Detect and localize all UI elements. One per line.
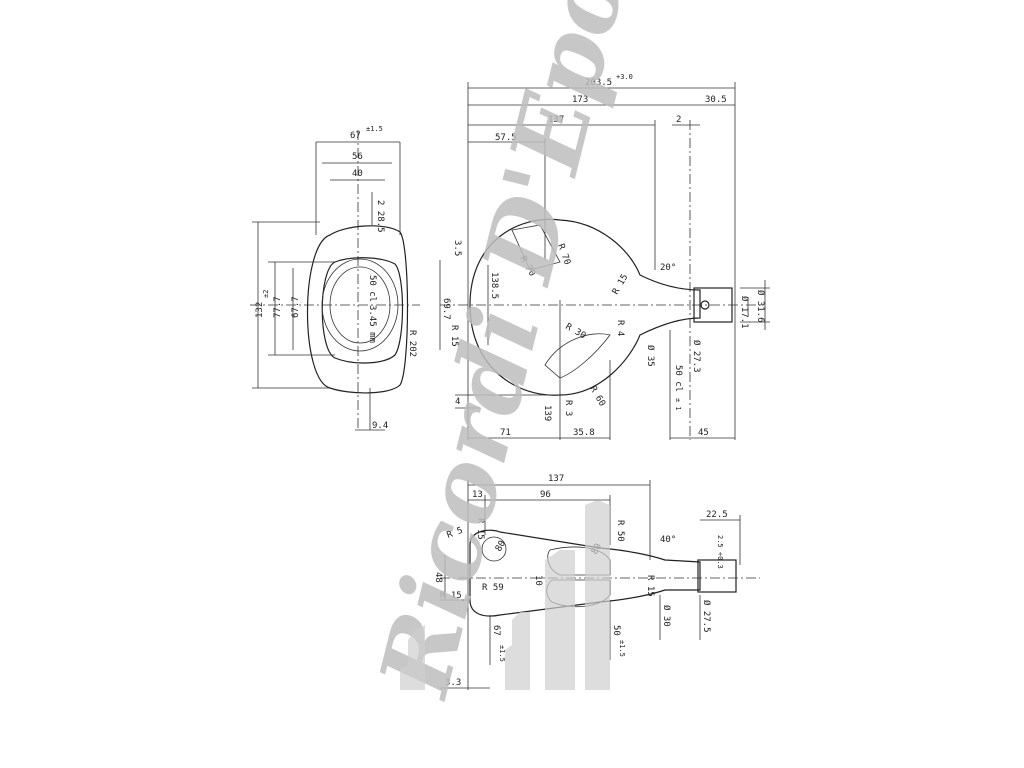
end-capacity: 50 cl	[367, 275, 377, 302]
dim-132: 132	[255, 302, 265, 318]
dim-67-tol: ±1.5	[366, 125, 383, 133]
side-dia-27-5: Ø 27.5	[701, 600, 712, 633]
side-r80a: 80	[494, 539, 508, 553]
dim-2: 2	[676, 115, 681, 125]
side-dim-67-tol: ±1.5	[498, 645, 506, 662]
side-dimple	[481, 536, 507, 562]
side-dim-50-tol: ±1.5	[618, 640, 626, 657]
end-view-outline	[306, 225, 409, 394]
dim-40: 40	[352, 169, 363, 179]
side-r50: R 50	[615, 520, 625, 542]
end-view-inner-outline	[321, 257, 404, 364]
dia-31-6: Ø 31.6	[755, 290, 766, 323]
dim-28-5: 2 28.5	[375, 200, 385, 233]
side-r59: R 59	[482, 583, 504, 593]
r3: R 3	[563, 400, 573, 416]
side-dim-10: 10	[533, 575, 543, 586]
side-view-outline	[469, 529, 701, 617]
side-dia-30: Ø 30	[661, 605, 672, 627]
dim-9-4: 9.4	[372, 421, 388, 431]
side-neck-finish	[697, 559, 737, 593]
side-dim-13: 13	[472, 490, 483, 500]
top-view: 203.5 +3.0 173 30.5 137 2 57.5 R 70 R 70…	[439, 73, 770, 440]
dim-57-5: 57.5	[495, 133, 517, 143]
top-capacity-tol: ± 1	[674, 398, 682, 411]
angle-20: 20°	[660, 263, 676, 273]
side-r15-top: R 15	[475, 518, 485, 540]
dim-138-5: 138.5	[489, 272, 499, 299]
side-dim-96: 96	[540, 490, 551, 500]
side-angle-40: 40°	[660, 535, 676, 545]
dia-27-3: Ø 27.3	[691, 340, 702, 373]
dim-77-7: 77.7	[273, 296, 283, 318]
r4: R 4	[615, 320, 625, 336]
dim-203-5: 203.5	[585, 78, 612, 88]
dim-132-tol: ±2	[262, 290, 270, 298]
r15: R 15	[611, 273, 631, 297]
lower-lobe	[544, 333, 611, 379]
end-view: 67 ±1.5 56 40 2 28.5 132 ±2 77.7 67.7 50…	[250, 125, 420, 431]
side-dim-137: 137	[548, 474, 564, 484]
dim-45: 45	[698, 428, 709, 438]
top-capacity: 50 cl	[673, 365, 683, 392]
side-dim-2-5: 2.5 +0.3	[716, 535, 724, 569]
dia-35: Ø 35	[645, 345, 656, 367]
top-wedge	[511, 224, 561, 271]
dim-r202: R 202	[407, 330, 417, 357]
side-dim-48: 48	[433, 572, 443, 583]
side-r15-neck: R 15	[645, 575, 655, 597]
dim-35-8: 35.8	[573, 428, 595, 438]
end-capacity-2: 3.45 mm	[367, 305, 377, 343]
watermark-text: Ricordi D'Epoca	[357, 0, 676, 708]
dim-67-7: 67.7	[291, 296, 301, 318]
side-view: 137 13 96 22.5 R 5 R 15 R 50 40° 2.5 +0.…	[433, 474, 760, 690]
dim-71: 71	[500, 428, 511, 438]
side-dim-3-3: 3.3	[445, 678, 461, 688]
r60: R 60	[587, 385, 607, 409]
dim-203-5-tol: +3.0	[616, 73, 633, 81]
dim-69-7: 69.7	[441, 298, 451, 320]
watermark-bottles	[400, 500, 610, 690]
side-dim-67: 67	[491, 625, 501, 636]
dim-30-5: 30.5	[705, 95, 727, 105]
side-dim-50: 50	[611, 625, 621, 636]
side-r15-left: R 15	[440, 591, 462, 601]
dim-139: 139	[542, 405, 552, 421]
side-dim-22-5: 22.5	[706, 510, 728, 520]
dia-17-1: Ø 17.1	[739, 296, 750, 329]
dim-67: 67	[350, 131, 361, 141]
dim-56: 56	[352, 152, 363, 162]
watermark: Ricordi D'Epoca	[357, 0, 676, 708]
dim-173: 173	[572, 95, 588, 105]
dim-4: 4	[455, 397, 460, 407]
dim-3-5: 3.5	[452, 240, 462, 256]
dim-r15-left: R 15	[449, 325, 459, 347]
dim-137: 137	[548, 115, 564, 125]
